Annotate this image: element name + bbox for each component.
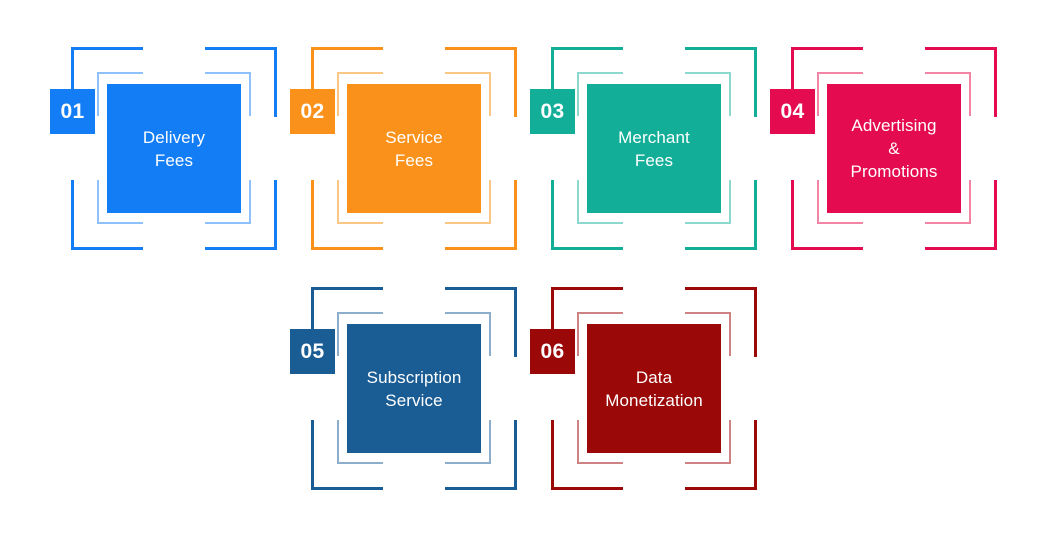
card-tile[interactable]: Subscription Service bbox=[347, 324, 481, 453]
revenue-stream-card-06[interactable]: Data Monetization 06 bbox=[530, 287, 757, 490]
card-label: Service Fees bbox=[385, 127, 443, 170]
card-tile[interactable]: Advertising & Promotions bbox=[827, 84, 961, 213]
card-number-badge: 01 bbox=[50, 89, 95, 134]
card-tile[interactable]: Data Monetization bbox=[587, 324, 721, 453]
card-number-badge: 06 bbox=[530, 329, 575, 374]
card-number-badge: 04 bbox=[770, 89, 815, 134]
card-tile[interactable]: Service Fees bbox=[347, 84, 481, 213]
card-number-badge: 05 bbox=[290, 329, 335, 374]
card-label: Data Monetization bbox=[605, 367, 703, 410]
card-label: Subscription Service bbox=[366, 367, 462, 410]
revenue-stream-card-05[interactable]: Subscription Service 05 bbox=[290, 287, 517, 490]
card-number-badge: 03 bbox=[530, 89, 575, 134]
card-label: Merchant Fees bbox=[618, 127, 690, 170]
revenue-stream-card-04[interactable]: Advertising & Promotions 04 bbox=[770, 47, 997, 250]
card-label: Delivery Fees bbox=[142, 127, 206, 170]
card-tile[interactable]: Delivery Fees bbox=[107, 84, 241, 213]
card-label: Advertising & Promotions bbox=[850, 116, 938, 181]
card-tile[interactable]: Merchant Fees bbox=[587, 84, 721, 213]
revenue-stream-card-02[interactable]: Service Fees 02 bbox=[290, 47, 517, 250]
revenue-stream-card-01[interactable]: Delivery Fees 01 bbox=[50, 47, 277, 250]
card-number-badge: 02 bbox=[290, 89, 335, 134]
revenue-stream-card-03[interactable]: Merchant Fees 03 bbox=[530, 47, 757, 250]
